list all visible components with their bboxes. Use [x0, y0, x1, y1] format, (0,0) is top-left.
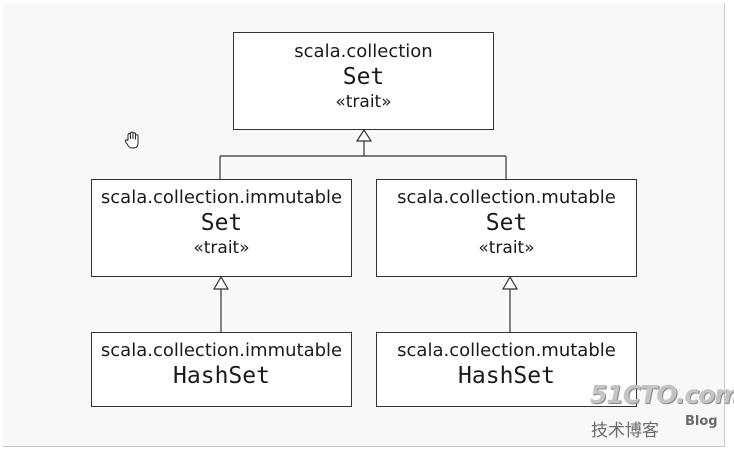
node-class-name: Set	[485, 210, 528, 236]
node-package-label: scala.collection.mutable	[397, 340, 616, 361]
node-immutable-hashset: scala.collection.immutable HashSet	[91, 332, 352, 407]
node-stereotype: «trait»	[335, 92, 392, 112]
node-package-label: scala.collection.immutable	[100, 340, 343, 361]
watermark-subtitle: 技术博客	[591, 421, 659, 441]
node-class-name: HashSet	[173, 363, 270, 389]
watermark-brand: 51CTO.com	[590, 380, 734, 409]
inheritance-arrowhead-immutable-set	[212, 275, 230, 290]
node-package-label: scala.collection.mutable	[397, 187, 616, 208]
node-package-label: scala.collection	[294, 41, 433, 62]
inheritance-arrowhead-set	[355, 128, 373, 142]
node-collection-set: scala.collection Set «trait»	[233, 32, 494, 130]
node-class-name: HashSet	[458, 363, 555, 389]
node-package-label: scala.collection.immutable	[100, 187, 343, 208]
node-stereotype: «trait»	[478, 238, 535, 258]
node-mutable-set: scala.collection.mutable Set «trait»	[376, 179, 637, 277]
node-mutable-hashset: scala.collection.mutable HashSet	[376, 332, 637, 407]
node-class-name: Set	[200, 210, 243, 236]
inheritance-arrowhead-mutable-set	[501, 275, 519, 290]
node-class-name: Set	[342, 64, 385, 90]
watermark-blog: Blog	[685, 414, 718, 429]
hand-cursor-icon	[124, 131, 139, 149]
node-immutable-set: scala.collection.immutable Set «trait»	[91, 179, 352, 277]
node-stereotype: «trait»	[193, 238, 250, 258]
watermark-logo: 51CTO.com 技术博客 Blog	[588, 380, 734, 441]
